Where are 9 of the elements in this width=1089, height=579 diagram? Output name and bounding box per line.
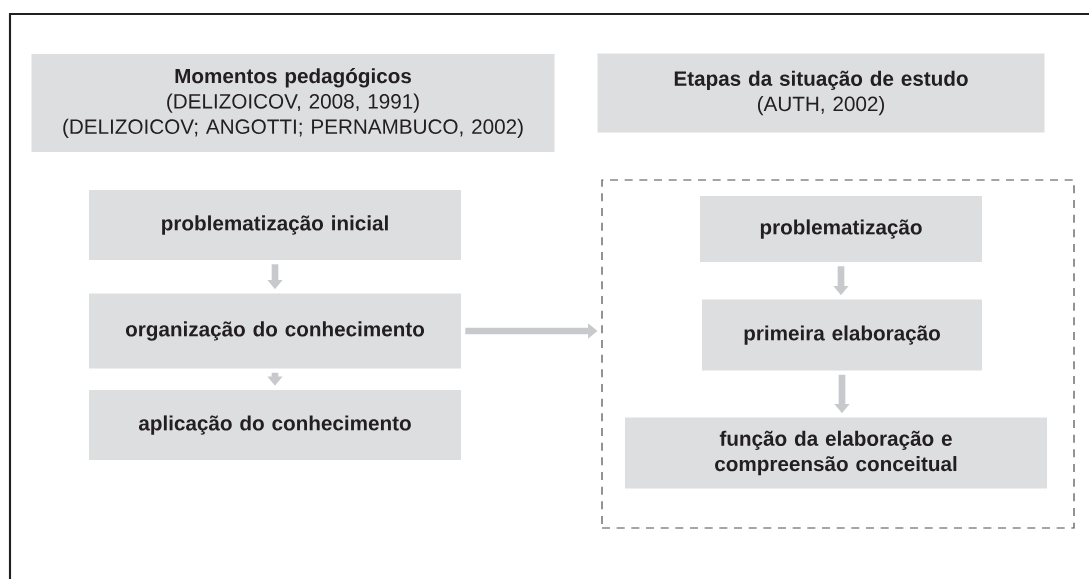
step-box: problematização inicial	[89, 190, 461, 260]
step-box: problematização	[700, 196, 982, 262]
heading-box: Etapas da situação de estudo (AUTH, 2002)	[597, 53, 1045, 133]
step-box: aplicação do conhecimento	[89, 390, 461, 460]
step-box: primeira elaboração	[702, 299, 982, 371]
dashed-group-box	[601, 179, 1075, 529]
heading-box: Momentos pedagógicos (DELIZOICOV, 2008, 1991) (DELIZOICOV; ANGOTTI; PERNAMBUCO, 2002)	[31, 54, 555, 152]
step-box: organização do conhecimento	[89, 293, 461, 369]
step-box: função da elaboração e compreensão conceitual	[625, 417, 1047, 489]
